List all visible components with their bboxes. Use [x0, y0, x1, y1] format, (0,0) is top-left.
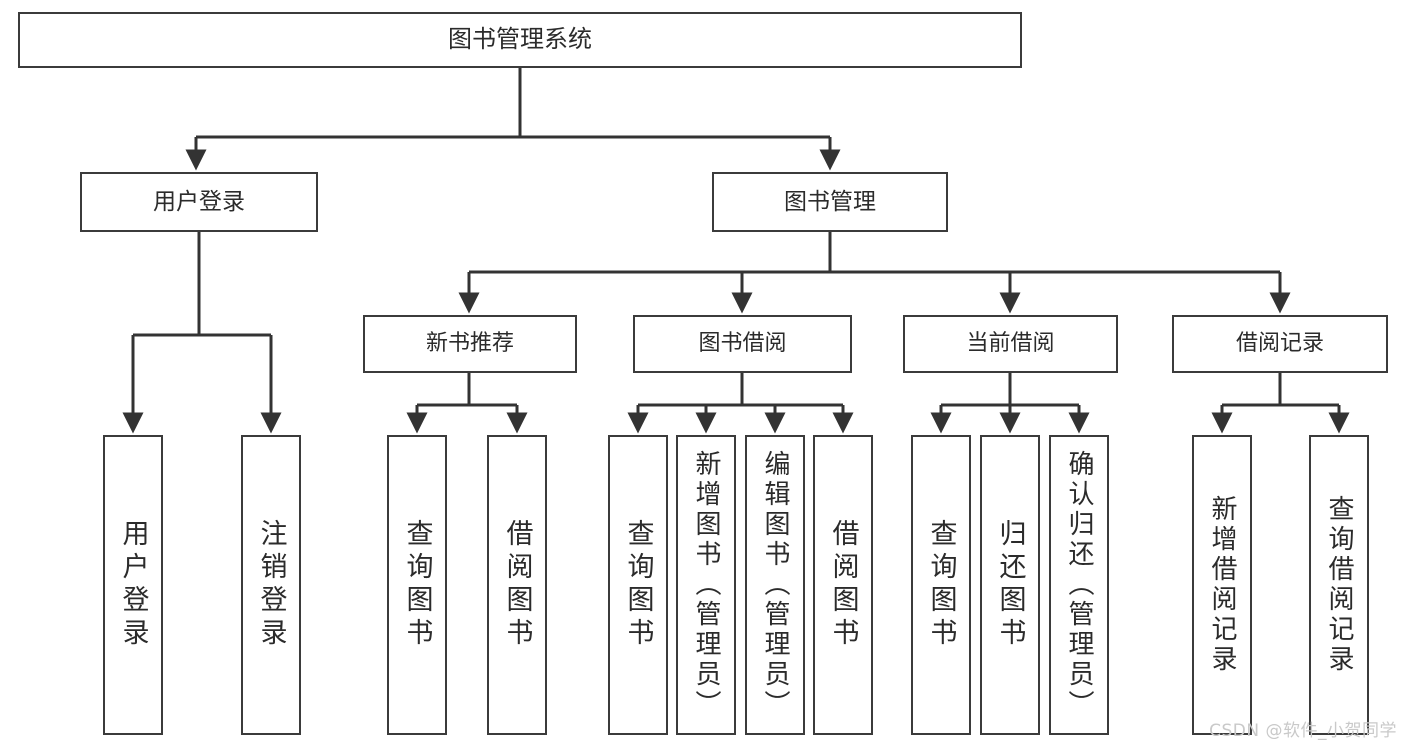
- node-root-system[interactable]: 图书管理系统: [18, 12, 1022, 68]
- node-label: 用户登录: [153, 188, 245, 215]
- node-label: 图书借阅: [698, 331, 787, 357]
- leaf-add-book-admin[interactable]: 新增图书（管理员）: [676, 435, 736, 735]
- node-label: 注销登录: [255, 519, 287, 651]
- node-label: 当前借阅: [966, 331, 1055, 357]
- leaf-query-book-borrow[interactable]: 查询图书: [608, 435, 668, 735]
- node-label: 归还图书: [994, 519, 1026, 651]
- leaf-add-borrow-record[interactable]: 新增借阅记录: [1192, 435, 1252, 735]
- leaf-query-book-current[interactable]: 查询图书: [911, 435, 971, 735]
- leaf-user-login[interactable]: 用户登录: [103, 435, 163, 735]
- node-label: 新增图书（管理员）: [691, 450, 721, 720]
- node-label: 新增借阅记录: [1207, 495, 1237, 675]
- node-book-borrow[interactable]: 图书借阅: [633, 315, 852, 373]
- node-label: 查询借阅记录: [1324, 495, 1354, 675]
- node-label: 图书管理: [784, 188, 876, 215]
- node-label: 新书推荐: [425, 331, 514, 357]
- leaf-confirm-return-admin[interactable]: 确认归还（管理员）: [1049, 435, 1109, 735]
- watermark: CSDN @软件_小贺同学: [1209, 721, 1397, 741]
- node-label: 查询图书: [401, 519, 433, 651]
- leaf-borrow-book[interactable]: 借阅图书: [813, 435, 873, 735]
- node-label: 图书管理系统: [448, 25, 592, 54]
- leaf-logout[interactable]: 注销登录: [241, 435, 301, 735]
- node-label: 查询图书: [925, 519, 957, 651]
- leaf-query-book-recommend[interactable]: 查询图书: [387, 435, 447, 735]
- node-new-book-recommend[interactable]: 新书推荐: [363, 315, 577, 373]
- node-label: 借阅记录: [1235, 331, 1324, 357]
- leaf-query-borrow-record[interactable]: 查询借阅记录: [1309, 435, 1369, 735]
- node-user-login[interactable]: 用户登录: [80, 172, 318, 232]
- node-label: 编辑图书（管理员）: [760, 450, 790, 720]
- node-book-management[interactable]: 图书管理: [712, 172, 948, 232]
- leaf-borrow-book-recommend[interactable]: 借阅图书: [487, 435, 547, 735]
- node-borrow-record[interactable]: 借阅记录: [1172, 315, 1388, 373]
- leaf-edit-book-admin[interactable]: 编辑图书（管理员）: [745, 435, 805, 735]
- node-current-borrow[interactable]: 当前借阅: [903, 315, 1118, 373]
- node-label: 查询图书: [622, 519, 654, 651]
- leaf-return-book[interactable]: 归还图书: [980, 435, 1040, 735]
- node-label: 借阅图书: [827, 519, 859, 651]
- node-label: 借阅图书: [501, 519, 533, 651]
- node-label: 确认归还（管理员）: [1064, 450, 1094, 720]
- node-label: 用户登录: [117, 519, 149, 651]
